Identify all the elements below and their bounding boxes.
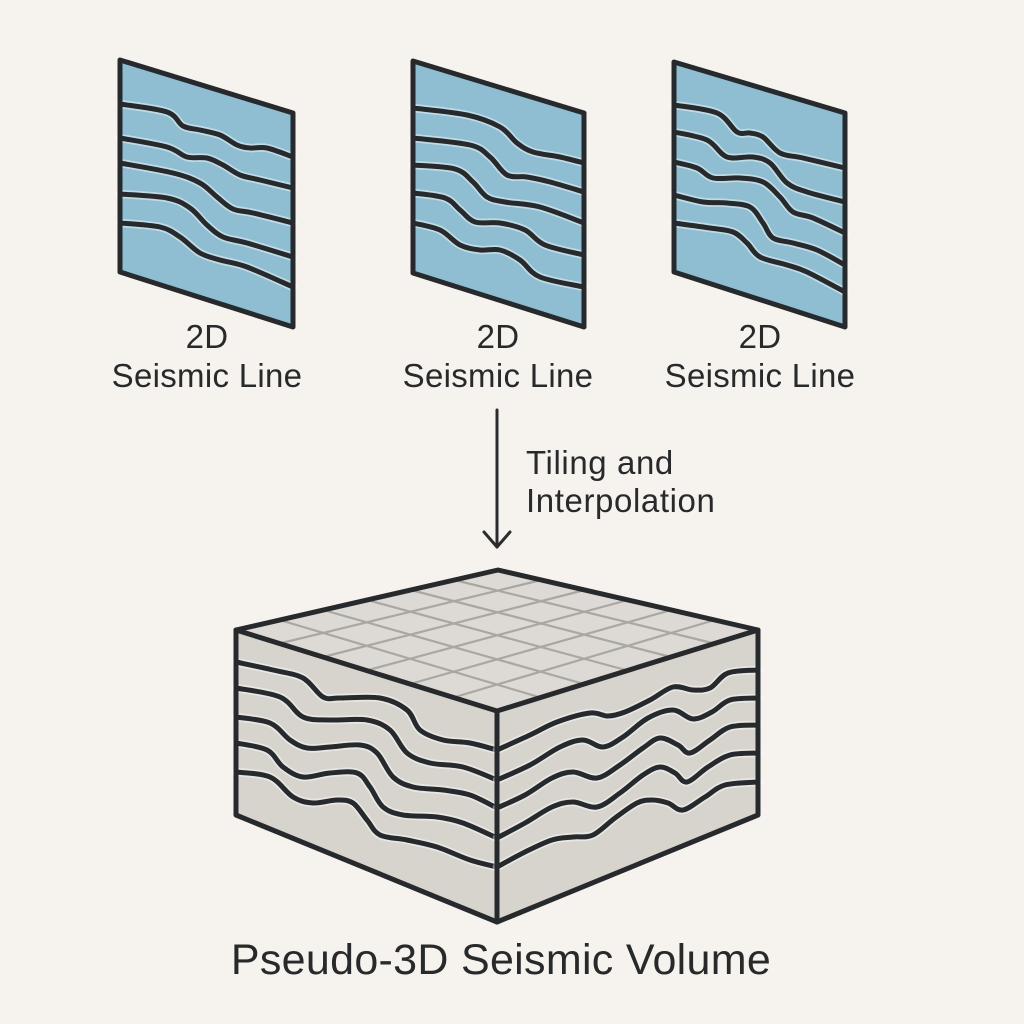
seismic-line-panel-3 bbox=[669, 59, 850, 330]
process-label-line-2: Interpolation bbox=[526, 482, 716, 519]
seismic-volume-cube bbox=[231, 567, 763, 925]
seismic-line-panel-1 bbox=[115, 57, 298, 330]
label-line-seismic: Seismic Line bbox=[664, 357, 856, 394]
seismic-line-label-3: 2D Seismic Line bbox=[620, 317, 900, 395]
output-volume-title: Pseudo-3D Seismic Volume bbox=[230, 936, 772, 984]
reflector-horizons bbox=[408, 103, 589, 292]
label-line-2d: 2D bbox=[738, 318, 782, 355]
cube-top-face bbox=[236, 570, 758, 711]
tiling-grid bbox=[279, 578, 716, 699]
label-line-seismic: Seismic Line bbox=[111, 357, 303, 394]
process-label-line-1: Tiling and bbox=[526, 444, 674, 481]
label-line-2d: 2D bbox=[476, 318, 520, 355]
cube-right-face bbox=[492, 630, 763, 922]
seismic-line-label-2: 2D Seismic Line bbox=[358, 317, 638, 395]
cube-outline bbox=[233, 567, 761, 925]
process-step-label: Tiling and Interpolation bbox=[526, 444, 715, 520]
arrow-down-icon bbox=[482, 408, 512, 549]
cube-left-face bbox=[231, 630, 502, 922]
seismic-line-panel-2 bbox=[408, 58, 589, 330]
label-line-2d: 2D bbox=[185, 318, 229, 355]
seismic-line-label-1: 2D Seismic Line bbox=[67, 317, 347, 395]
reflector-horizons bbox=[115, 99, 298, 292]
label-line-seismic: Seismic Line bbox=[402, 357, 594, 394]
reflector-horizons bbox=[669, 100, 850, 297]
